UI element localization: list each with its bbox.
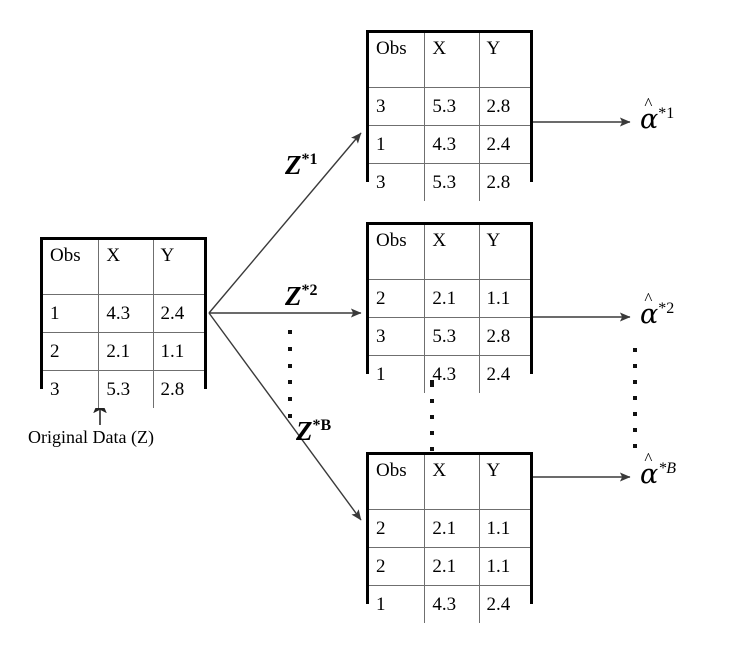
hat-accent-icon: ^	[644, 449, 653, 468]
alpha-hat-group: α ^	[640, 450, 659, 490]
cell-obs: 1	[369, 355, 426, 393]
vdots-left-arrows	[287, 330, 292, 418]
table-header-row: Obs X Y	[369, 33, 530, 88]
original-data-table: Obs X Y 1 4.3 2.4 2 2.1 1.1 3 5.3 2.8	[40, 237, 207, 408]
cell-x: 4.3	[424, 585, 480, 623]
cell-y: 2.8	[152, 370, 204, 408]
cell-obs: 1	[369, 585, 426, 623]
alpha-hat-group: α ^	[640, 95, 659, 135]
vdots-estimates	[632, 348, 637, 448]
alpha-glyph: α	[640, 459, 659, 490]
cell-obs: 2	[369, 509, 426, 548]
cell-obs: 2	[43, 332, 100, 371]
cell-x: 2.1	[424, 547, 480, 586]
z-base: Z	[285, 150, 302, 180]
alpha-hat-group: α ^	[640, 290, 659, 330]
column-header-x: X	[424, 33, 480, 88]
cell-y: 2.4	[478, 125, 530, 164]
cell-x: 4.3	[98, 294, 154, 333]
z-base: Z	[296, 416, 313, 446]
z-superscript: *1	[301, 151, 318, 168]
cell-obs: 1	[43, 294, 100, 333]
z-base: Z	[285, 281, 302, 311]
table-row: 3 5.3 2.8	[369, 317, 530, 356]
original-data-caption: Original Data (Z)	[28, 427, 154, 447]
estimate-alpha-hat-star-2: α ^ *2	[640, 290, 675, 330]
cell-obs: 2	[369, 279, 426, 318]
hat-accent-icon: ^	[644, 94, 653, 113]
cell-x: 2.1	[424, 509, 480, 548]
cell-y: 2.8	[478, 87, 530, 126]
vdots-below-sample-2	[429, 380, 434, 392]
column-header-obs: Obs	[369, 455, 426, 510]
table-row: 3 5.3 2.8	[369, 87, 530, 126]
cell-x: 4.3	[424, 125, 480, 164]
cell-y: 1.1	[478, 547, 530, 586]
cell-y: 2.4	[152, 294, 204, 333]
column-header-y: Y	[478, 33, 530, 88]
cell-x: 2.1	[98, 332, 154, 371]
cell-x: 2.1	[424, 279, 480, 318]
cell-y: 1.1	[152, 332, 204, 371]
column-header-obs: Obs	[369, 33, 426, 88]
table-row: 3 5.3 2.8	[43, 370, 204, 408]
cell-x: 5.3	[424, 317, 480, 356]
cell-y: 1.1	[478, 279, 530, 318]
column-header-y: Y	[152, 240, 204, 295]
estimate-superscript: *1	[658, 105, 675, 122]
estimate-alpha-hat-star-b: α ^ *B	[640, 450, 677, 490]
table-row: 1 4.3 2.4	[369, 355, 530, 393]
z-superscript: *B	[312, 417, 332, 434]
cell-obs: 2	[369, 547, 426, 586]
table-row: 1 4.3 2.4	[369, 585, 530, 623]
cell-x: 5.3	[424, 87, 480, 126]
table-row: 2 2.1 1.1	[43, 332, 204, 371]
cell-obs: 3	[369, 163, 426, 201]
estimate-superscript: *B	[658, 460, 677, 477]
cell-obs: 3	[369, 87, 426, 126]
cell-x: 4.3	[424, 355, 480, 393]
cell-y: 2.8	[478, 317, 530, 356]
table-header-row: Obs X Y	[43, 240, 204, 295]
cell-y: 1.1	[478, 509, 530, 548]
alpha-glyph: α	[640, 299, 659, 330]
cell-x: 5.3	[98, 370, 154, 408]
cell-x: 5.3	[424, 163, 480, 201]
bootstrap-sample-1-table: Obs X Y 3 5.3 2.8 1 4.3 2.4 3 5.3 2.8	[366, 30, 533, 201]
table-row: 2 2.1 1.1	[369, 547, 530, 586]
column-header-y: Y	[478, 455, 530, 510]
column-header-x: X	[424, 225, 480, 280]
table-row: 2 2.1 1.1	[369, 509, 530, 548]
table-row: 1 4.3 2.4	[43, 294, 204, 333]
arrow-label-z-star-2: Z*2	[285, 283, 318, 310]
table-row: 3 5.3 2.8	[369, 163, 530, 201]
cell-y: 2.4	[478, 585, 530, 623]
alpha-glyph: α	[640, 104, 659, 135]
column-header-obs: Obs	[43, 240, 100, 295]
column-header-x: X	[98, 240, 154, 295]
table-row: 2 2.1 1.1	[369, 279, 530, 318]
estimate-superscript: *2	[658, 300, 675, 317]
bootstrap-sample-b-table: Obs X Y 2 2.1 1.1 2 2.1 1.1 1 4.3 2.4	[366, 452, 533, 623]
arrow-label-z-star-1: Z*1	[285, 152, 318, 179]
column-header-x: X	[424, 455, 480, 510]
cell-y: 2.8	[478, 163, 530, 201]
cell-obs: 3	[43, 370, 100, 408]
arrow-label-z-star-b: Z*B	[296, 418, 331, 445]
table-header-row: Obs X Y	[369, 455, 530, 510]
cell-obs: 3	[369, 317, 426, 356]
column-header-obs: Obs	[369, 225, 426, 280]
cell-obs: 1	[369, 125, 426, 164]
z-superscript: *2	[301, 282, 318, 299]
vdots-between-samples	[429, 383, 434, 451]
table-header-row: Obs X Y	[369, 225, 530, 280]
cell-y: 2.4	[478, 355, 530, 393]
arrow-to-sample-b	[208, 312, 362, 521]
column-header-y: Y	[478, 225, 530, 280]
table-row: 1 4.3 2.4	[369, 125, 530, 164]
bootstrap-sample-2-table: Obs X Y 2 2.1 1.1 3 5.3 2.8 1 4.3 2.4	[366, 222, 533, 393]
estimate-alpha-hat-star-1: α ^ *1	[640, 95, 675, 135]
hat-accent-icon: ^	[644, 289, 653, 308]
